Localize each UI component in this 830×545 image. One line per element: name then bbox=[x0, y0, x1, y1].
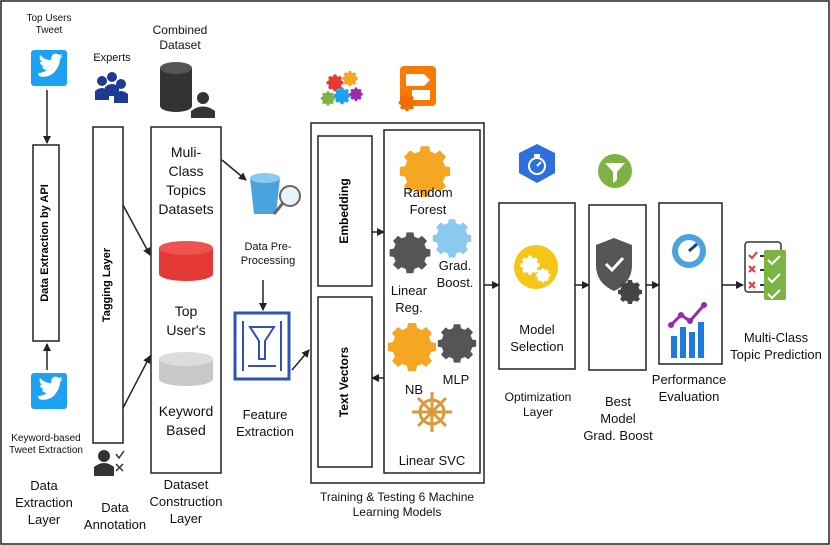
embedding-label: Embedding bbox=[337, 178, 351, 244]
multi-class-datasets-label: Muli- Class Topics Datasets bbox=[158, 144, 214, 217]
combined-dataset-icon bbox=[160, 62, 215, 118]
mlp-gear-icon bbox=[437, 324, 477, 363]
keyword-based-label: Keyword Based bbox=[158, 403, 214, 438]
performance-evaluation-label: Performance Evaluation bbox=[651, 372, 727, 404]
annotator-icon bbox=[94, 450, 125, 476]
twitter-icon-top bbox=[31, 50, 67, 86]
linear-svc-wheel-icon bbox=[412, 392, 452, 432]
optimization-icon bbox=[519, 144, 555, 183]
tagging-layer-label: Tagging Layer bbox=[101, 247, 113, 323]
experts-label: Experts bbox=[93, 52, 131, 64]
top-users-label: Top User's bbox=[166, 303, 206, 338]
text-vectors-box bbox=[317, 296, 373, 468]
training-caption: Training & Testing 6 Machine Learning Mo… bbox=[319, 490, 475, 519]
gauge-icon bbox=[672, 234, 706, 268]
keyword-db-icon bbox=[159, 352, 213, 386]
combined-dataset-label: Combined Dataset bbox=[152, 23, 208, 52]
data-annotation-label: Data Annotation bbox=[83, 500, 147, 532]
gears-cluster-icon bbox=[320, 70, 363, 106]
feature-extraction-icon bbox=[233, 311, 291, 381]
multi-class-topic-prediction-label: Multi-Class Topic Prediction bbox=[730, 330, 822, 362]
grad-boost-gear-icon bbox=[432, 219, 472, 258]
feature-extraction-label: Feature Extraction bbox=[236, 407, 294, 439]
embedding-box bbox=[317, 135, 373, 287]
tagging-layer-box bbox=[92, 126, 124, 444]
best-model-shield-icon bbox=[596, 238, 642, 304]
experts-icon bbox=[95, 72, 128, 103]
linear-reg-label: Linear Reg. bbox=[390, 283, 428, 315]
model-selection-label: Model Selection bbox=[510, 322, 564, 354]
top-users-tweet-label: Top Users Tweet bbox=[26, 13, 72, 36]
linear-svc-label: Linear SVC bbox=[398, 453, 466, 468]
workflow-icon bbox=[398, 66, 436, 112]
filter-icon bbox=[598, 154, 632, 188]
best-model-label: Best Model Grad. Boost bbox=[583, 394, 653, 443]
grad-boost-label: Grad. Boost. bbox=[436, 258, 474, 290]
nb-gear-icon bbox=[388, 323, 436, 371]
data-extraction-api-label: Data Extraction by API bbox=[39, 184, 51, 302]
model-selection-icon bbox=[514, 245, 558, 289]
preprocessing-icon bbox=[250, 173, 301, 215]
bar-chart-icon bbox=[668, 302, 707, 358]
dataset-construction-box bbox=[150, 126, 222, 474]
twitter-icon-bottom bbox=[31, 373, 67, 409]
text-vectors-label: Text Vectors bbox=[337, 346, 351, 418]
connectors bbox=[43, 90, 744, 409]
keyword-tweet-extraction-label: Keyword-based Tweet Extraction bbox=[9, 433, 83, 456]
dataset-construction-layer-label: Dataset Construction Layer bbox=[149, 477, 223, 526]
random-forest-label: Random Forest bbox=[403, 185, 453, 217]
mlp-label: MLP bbox=[442, 372, 470, 387]
linear-reg-gear-icon bbox=[389, 232, 431, 274]
data-extraction-layer-label: Data Extraction Layer bbox=[15, 478, 73, 527]
top-users-db-icon bbox=[159, 241, 213, 281]
data-extraction-box bbox=[32, 144, 60, 342]
preprocessing-label: Data Pre- Processing bbox=[240, 241, 296, 267]
checklist-icon bbox=[744, 241, 786, 300]
optimization-layer-label: Optimization Layer bbox=[504, 390, 572, 419]
nb-label: NB bbox=[404, 382, 424, 397]
